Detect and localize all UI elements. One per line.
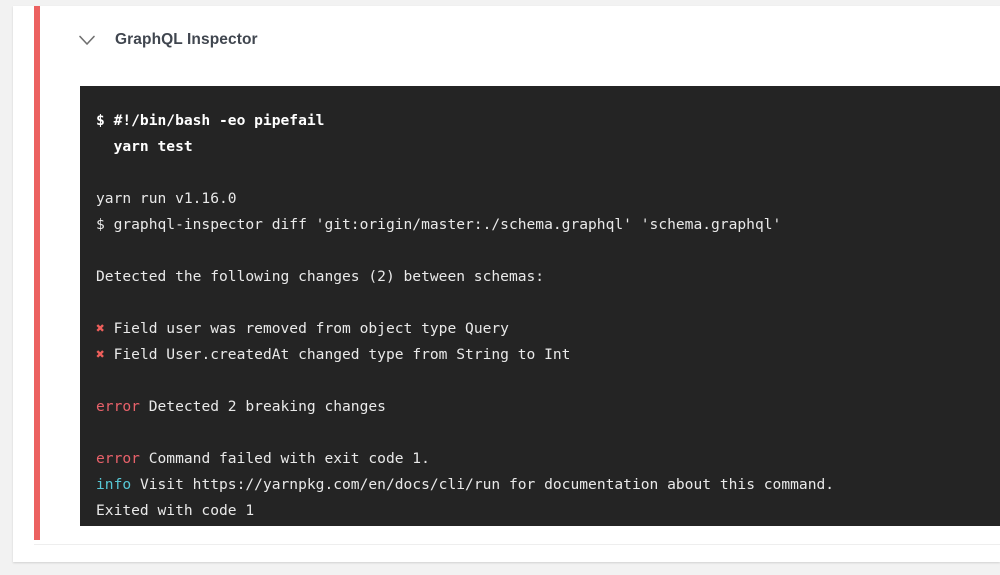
terminal-blank-line	[96, 160, 997, 186]
terminal-blank-line	[96, 368, 997, 394]
chevron-down-icon[interactable]	[73, 26, 101, 54]
terminal-blank-line	[96, 238, 997, 264]
terminal-output-line: Detected the following changes (2) betwe…	[96, 268, 545, 285]
terminal-command-line: yarn test	[96, 138, 193, 155]
step-status-accent-bar	[34, 6, 40, 540]
terminal-error-line: error Detected 2 breaking changes	[96, 398, 386, 415]
terminal-blank-line	[96, 290, 997, 316]
step-header[interactable]: GraphQL Inspector	[55, 6, 1000, 74]
error-label: error	[96, 450, 140, 467]
card-divider	[34, 544, 1000, 545]
cross-icon: ✖	[96, 320, 105, 337]
terminal-command-line: $ #!/bin/bash -eo pipefail	[96, 112, 325, 129]
build-step-card: GraphQL Inspector $ #!/bin/bash -eo pipe…	[13, 6, 1000, 562]
page-title: GraphQL Inspector	[115, 31, 258, 48]
terminal-error-line: error Command failed with exit code 1.	[96, 450, 430, 467]
info-label: info	[96, 476, 132, 493]
terminal-breaking-change-line: ✖ Field user was removed from object typ…	[96, 320, 509, 337]
terminal-breaking-change-line: ✖ Field User.createdAt changed type from…	[96, 346, 571, 363]
terminal-log-panel[interactable]: $ #!/bin/bash -eo pipefail yarn test yar…	[80, 86, 1000, 526]
terminal-log-lines: $ #!/bin/bash -eo pipefail yarn test yar…	[80, 108, 1000, 524]
terminal-blank-line	[96, 420, 997, 446]
cross-icon: ✖	[96, 346, 105, 363]
terminal-info-line: info Visit https://yarnpkg.com/en/docs/c…	[96, 476, 835, 493]
terminal-output-line: yarn run v1.16.0	[96, 190, 237, 207]
error-label: error	[96, 398, 140, 415]
terminal-output-line: Exited with code 1	[96, 502, 255, 519]
terminal-output-line: $ graphql-inspector diff 'git:origin/mas…	[96, 216, 782, 233]
